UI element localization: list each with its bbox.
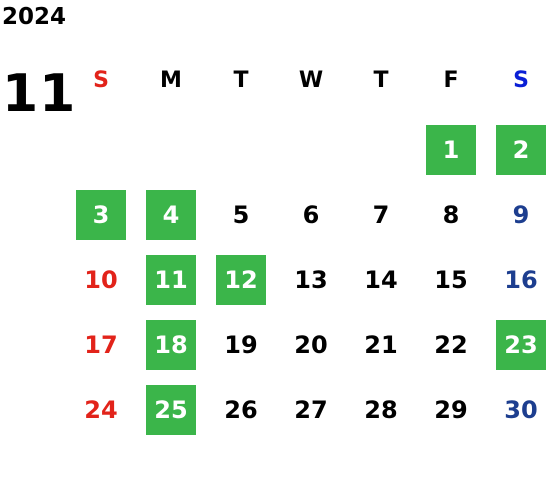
calendar-day: 5 bbox=[232, 201, 250, 229]
calendar-day-holiday: 12 bbox=[216, 255, 266, 305]
calendar-day: 26 bbox=[224, 396, 258, 424]
calendar-day: 16 bbox=[504, 266, 538, 294]
weekday-thu: T bbox=[373, 68, 389, 93]
calendar-day-holiday: 25 bbox=[146, 385, 196, 435]
calendar-day-holiday: 18 bbox=[146, 320, 196, 370]
calendar-day: 10 bbox=[84, 266, 118, 294]
weekday-wed: W bbox=[298, 68, 324, 93]
calendar-day: 6 bbox=[302, 201, 320, 229]
calendar-day-holiday: 23 bbox=[496, 320, 546, 370]
weekday-sat: S bbox=[513, 68, 529, 93]
calendar-day: 19 bbox=[224, 331, 258, 359]
calendar-day: 15 bbox=[434, 266, 468, 294]
month-label: 11 bbox=[2, 64, 77, 124]
calendar-day-holiday: 11 bbox=[146, 255, 196, 305]
calendar-day-holiday: 1 bbox=[426, 125, 476, 175]
weekday-mon: M bbox=[160, 68, 182, 93]
calendar-day: 30 bbox=[504, 396, 538, 424]
calendar-day: 24 bbox=[84, 396, 118, 424]
calendar-day: 27 bbox=[294, 396, 328, 424]
weekday-tue: T bbox=[233, 68, 249, 93]
weekday-fri: F bbox=[443, 68, 459, 93]
calendar-day: 8 bbox=[442, 201, 460, 229]
calendar-day-holiday: 3 bbox=[76, 190, 126, 240]
calendar-day: 20 bbox=[294, 331, 328, 359]
calendar-day-holiday: 4 bbox=[146, 190, 196, 240]
calendar-day: 21 bbox=[364, 331, 398, 359]
calendar-day: 29 bbox=[434, 396, 468, 424]
weekday-sun: S bbox=[93, 68, 109, 93]
calendar-day: 28 bbox=[364, 396, 398, 424]
calendar-day: 13 bbox=[294, 266, 328, 294]
year-label: 2024 bbox=[2, 4, 67, 30]
calendar-day: 14 bbox=[364, 266, 398, 294]
calendar-day-holiday: 2 bbox=[496, 125, 546, 175]
calendar-day: 22 bbox=[434, 331, 468, 359]
calendar-day: 17 bbox=[84, 331, 118, 359]
calendar-day: 7 bbox=[372, 201, 390, 229]
calendar-day: 9 bbox=[512, 201, 530, 229]
